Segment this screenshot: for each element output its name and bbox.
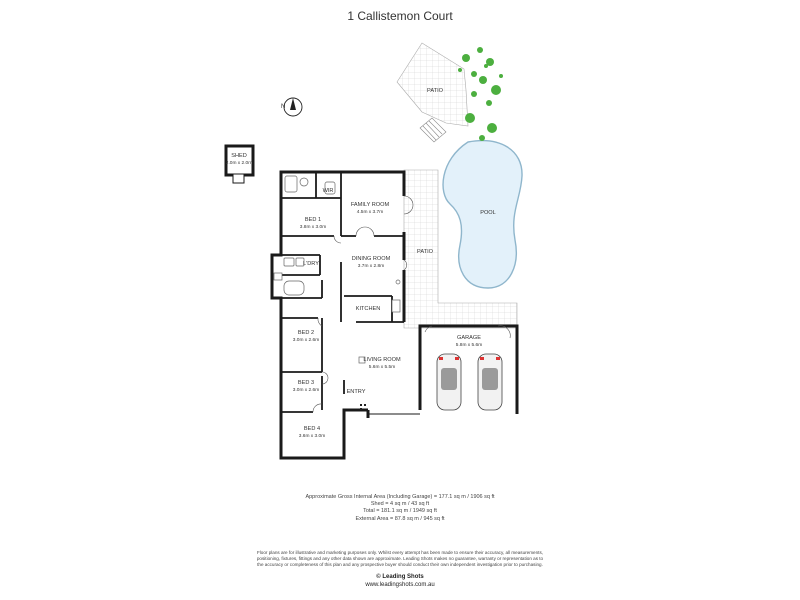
compass: N xyxy=(281,97,303,117)
garden-trees xyxy=(458,47,503,141)
credit-brand: © Leading Shots xyxy=(376,574,424,580)
tree xyxy=(465,113,475,123)
room-wir-name: WIR xyxy=(323,188,334,194)
disclaimer-line-1: Floor plans are for illustrative and mar… xyxy=(256,550,544,555)
room-ldry-name: L'DRY xyxy=(303,261,319,267)
tree xyxy=(471,71,477,77)
room-bed3-dims: 3.0m x 2.6m xyxy=(293,387,319,393)
room-patio-side-name: PATIO xyxy=(417,249,434,255)
room-bed4-dims: 3.6m x 3.0m xyxy=(299,433,325,439)
area-total: Total = 181.1 sq m / 1949 sq ft xyxy=(363,508,437,515)
tree xyxy=(479,135,485,141)
room-garage-dims: 5.8m x 5.6m xyxy=(456,342,482,348)
area-shed: Shed = 4 sq m / 43 sq ft xyxy=(370,501,430,508)
interior-walls xyxy=(281,172,421,413)
tree xyxy=(479,76,487,84)
room-bed2-name: BED 2 xyxy=(298,330,314,336)
tree xyxy=(499,74,503,78)
room-labels: SHED 2.0m x 2.0m WIR BED 1 3.8m x 3.0m F… xyxy=(226,88,496,439)
tree xyxy=(486,58,494,66)
room-living-dims: 5.6m x 5.5m xyxy=(369,364,395,370)
disclaimer: Floor plans are for illustrative and mar… xyxy=(240,550,560,568)
room-dining-name: DINING ROOM xyxy=(352,256,391,262)
pool xyxy=(442,140,523,289)
tree xyxy=(484,64,488,68)
room-shed-name: SHED xyxy=(231,153,247,159)
door-swings xyxy=(312,195,511,413)
room-patio-top-name: PATIO xyxy=(427,88,444,94)
room-family-name: FAMILY ROOM xyxy=(351,202,390,208)
garage-cars xyxy=(436,353,503,411)
car-icon xyxy=(436,353,462,411)
room-pool-name: POOL xyxy=(480,210,496,216)
tree xyxy=(477,47,483,53)
disclaimer-line-2: positioning, fixtures, fittings and any … xyxy=(256,556,544,561)
room-garage-name: GARAGE xyxy=(457,335,481,341)
tree xyxy=(486,100,492,106)
plan-title: 1 Callistemon Court xyxy=(347,9,453,23)
tree xyxy=(471,91,477,97)
shed xyxy=(224,144,255,184)
room-living-name: LIVING ROOM xyxy=(363,357,401,363)
room-family-dims: 4.5m x 3.7m xyxy=(357,209,383,215)
area-summary: Approximate Gross Internal Area (Includi… xyxy=(250,494,550,523)
car-icon xyxy=(477,353,503,411)
room-bed3-name: BED 3 xyxy=(298,380,314,386)
room-kitchen-name: KITCHEN xyxy=(356,306,381,312)
fixtures xyxy=(273,175,401,364)
disclaimer-line-3: the accuracy or completeness of this pla… xyxy=(257,562,543,567)
area-external: External Area = 87.8 sq m / 945 sq ft xyxy=(355,515,445,522)
patio-steps xyxy=(419,117,447,143)
tree xyxy=(458,68,462,72)
credit: © Leading Shots www.leadingshots.com.au xyxy=(250,573,550,589)
room-dining-dims: 3.7m x 2.8m xyxy=(358,263,384,269)
room-shed-dims: 2.0m x 2.0m xyxy=(226,160,252,166)
patio-side-area xyxy=(403,169,518,329)
tree xyxy=(462,54,470,62)
patio-top-area xyxy=(396,42,469,127)
room-bed1-name: BED 1 xyxy=(305,217,321,223)
room-bed2-dims: 3.0m x 2.6m xyxy=(293,337,319,343)
entry-steps xyxy=(360,404,366,410)
area-gross: Approximate Gross Internal Area (Includi… xyxy=(305,494,495,500)
compass-north-label: N xyxy=(281,104,285,110)
credit-url[interactable]: www.leadingshots.com.au xyxy=(365,582,435,588)
room-bed1-dims: 3.8m x 3.0m xyxy=(300,224,326,230)
tree xyxy=(491,85,501,95)
room-bed4-name: BED 4 xyxy=(304,426,320,432)
tree xyxy=(487,123,497,133)
room-entry-name: ENTRY xyxy=(347,389,366,395)
